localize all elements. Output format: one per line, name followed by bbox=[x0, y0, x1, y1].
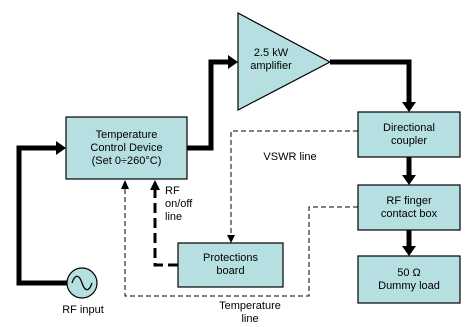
temperature-arrowhead bbox=[121, 180, 129, 189]
sine-wave-icon bbox=[71, 275, 93, 291]
coupler-label-line2: coupler bbox=[390, 134, 428, 147]
tcd-label: Temperature Control Device (Set 0÷260°C) bbox=[66, 117, 187, 179]
protections-label-line2: board bbox=[216, 265, 245, 277]
finger-label: RF finger contact box bbox=[358, 185, 460, 230]
tcd-label-line1: Temperature bbox=[95, 128, 158, 141]
dummy-label-line1: 50 Ω bbox=[397, 266, 421, 279]
tcd-label-line3: (Set 0÷260°C) bbox=[91, 154, 162, 167]
rf-input-label: RF input bbox=[62, 304, 104, 316]
coupler-to-finger-arrowhead bbox=[402, 175, 416, 185]
dummy-label-line2: Dummy load bbox=[378, 279, 440, 292]
amplifier-label-line1: 2.5 kW bbox=[253, 47, 289, 59]
rf-onoff-label-1: RF bbox=[165, 185, 180, 197]
finger-label-line1: RF finger bbox=[386, 194, 432, 207]
tcd-to-amp-line bbox=[187, 59, 230, 151]
rf-input-arrowhead bbox=[56, 141, 66, 155]
dummy-load-box bbox=[357, 255, 461, 304]
protections-label: Protections board bbox=[178, 243, 283, 287]
temperature-label-1: Temperature bbox=[219, 300, 281, 312]
rf-onoff-arrowhead bbox=[150, 180, 160, 190]
rf-input-line bbox=[16, 145, 67, 286]
finger-label-line2: contact box bbox=[380, 207, 438, 220]
tcd-to-amp-arrowhead bbox=[228, 55, 238, 69]
coupler-label: Directional coupler bbox=[358, 112, 460, 157]
rf-onoff-line bbox=[153, 190, 178, 267]
temperature-line bbox=[124, 189, 358, 297]
vswr-line bbox=[230, 130, 358, 236]
temperature-label-2: line bbox=[241, 313, 259, 325]
dummy-label: 50 Ω Dummy load bbox=[358, 256, 460, 303]
amplifier-label: 2.5 kW amplifier bbox=[240, 40, 302, 80]
tcd-label-line2: Control Device bbox=[90, 141, 163, 154]
finger-to-dummy-arrowhead bbox=[402, 246, 416, 256]
vswr-label: VSWR line bbox=[263, 151, 317, 163]
rf-onoff-label-3: line bbox=[165, 211, 183, 223]
amp-to-coupler-line bbox=[330, 59, 412, 104]
protections-label-line1: Protections bbox=[202, 252, 259, 264]
temperature-control-device-box bbox=[65, 116, 188, 180]
coupler-label-line1: Directional bbox=[383, 121, 435, 134]
amplifier-triangle bbox=[237, 12, 332, 111]
amplifier-label-line2: amplifier bbox=[250, 60, 292, 72]
vswr-arrowhead bbox=[227, 235, 235, 243]
rf-onoff-label-2: on/off bbox=[165, 198, 193, 210]
amp-to-coupler-arrowhead bbox=[402, 102, 416, 112]
